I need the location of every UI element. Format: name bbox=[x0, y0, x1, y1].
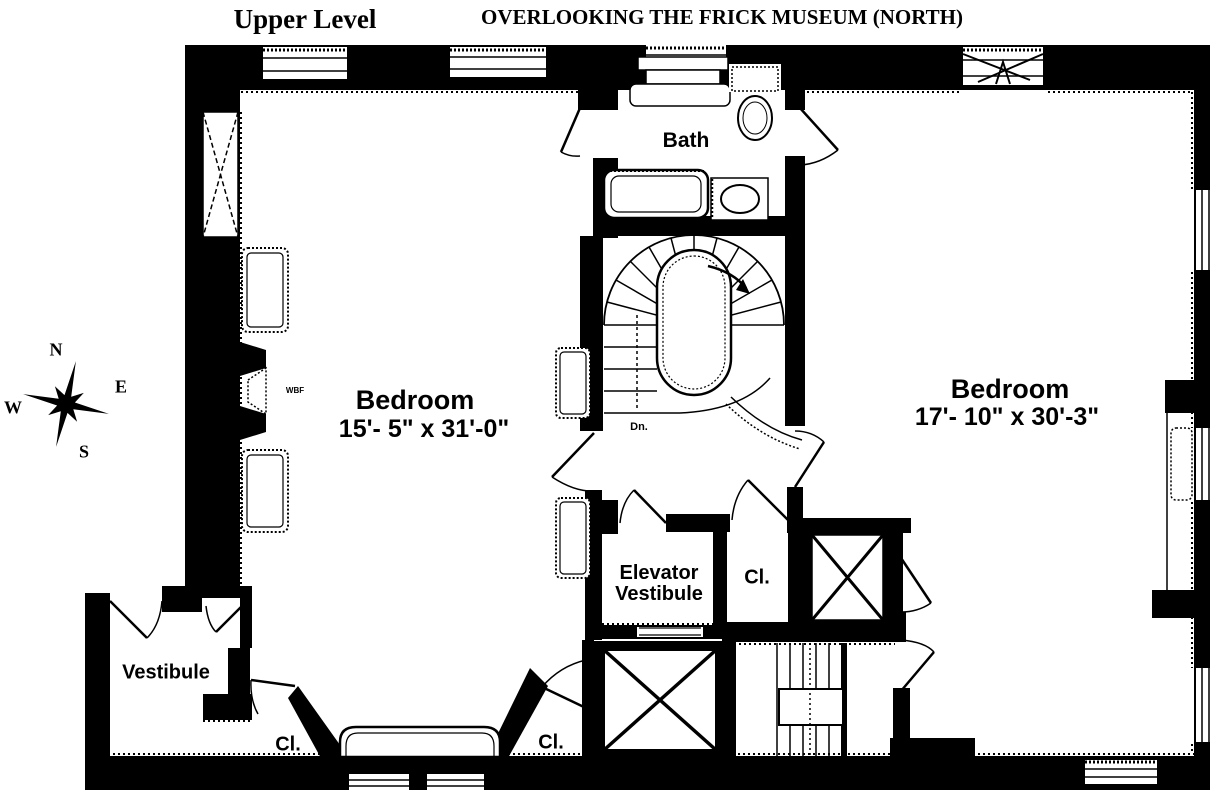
room-label-bath: Bath bbox=[662, 128, 710, 152]
windows bbox=[263, 45, 1222, 790]
room-dimensions-bedroom-right: 17'- 10" x 30'-3" bbox=[914, 402, 1100, 431]
room-label-closet-bottom-left: Cl. bbox=[275, 733, 301, 756]
bath-fixtures bbox=[602, 56, 781, 221]
doors bbox=[109, 107, 935, 715]
window bbox=[450, 47, 546, 77]
stair-direction-arrow bbox=[707, 264, 750, 294]
door-arc bbox=[551, 432, 595, 492]
stairs-down-label: Dn. bbox=[630, 421, 648, 434]
elevator-shaft-lower bbox=[592, 627, 728, 758]
room-label-elevator-vestibule: Elevator Vestibule bbox=[615, 563, 703, 605]
door-arc bbox=[619, 489, 667, 524]
door-arc bbox=[250, 678, 296, 715]
compass-east-label: E bbox=[114, 376, 128, 397]
bathtub-icon bbox=[602, 168, 710, 220]
door-arc bbox=[541, 659, 587, 710]
vanity-icon bbox=[629, 56, 731, 107]
door-arc bbox=[793, 430, 826, 488]
stair-lower-flight bbox=[604, 315, 803, 450]
room-label-closet-hall: Cl. bbox=[744, 566, 770, 589]
flue-shaft bbox=[202, 111, 239, 238]
elevator-vestibule-line2: Vestibule bbox=[615, 583, 703, 605]
window bbox=[1196, 190, 1222, 270]
level-label: Upper Level bbox=[233, 3, 377, 34]
sink-icon bbox=[710, 177, 769, 221]
walls bbox=[85, 45, 1210, 790]
window bbox=[1085, 760, 1157, 784]
room-label-closet-bottom-center: Cl. bbox=[538, 731, 564, 754]
compass-north-label: N bbox=[49, 339, 63, 360]
window bbox=[1196, 668, 1222, 742]
window bbox=[349, 774, 409, 790]
bath-window bbox=[646, 45, 726, 57]
room-label-vestibule: Vestibule bbox=[122, 661, 210, 684]
door-arc bbox=[799, 107, 839, 166]
door-arc bbox=[205, 605, 243, 633]
room-dimensions-bedroom-left: 15'- 5" x 31'-0" bbox=[338, 414, 510, 443]
room-label-bedroom-left: Bedroom bbox=[355, 384, 475, 415]
compass-south-label: S bbox=[78, 441, 90, 462]
radiator bbox=[241, 449, 289, 533]
compass-rose-icon bbox=[23, 361, 109, 447]
door-arc bbox=[899, 557, 933, 613]
window bbox=[263, 47, 347, 79]
elevator-shaft-upper bbox=[802, 525, 893, 630]
radiator bbox=[241, 247, 289, 333]
radiator bbox=[1170, 427, 1193, 501]
window bbox=[1196, 428, 1222, 500]
window bbox=[962, 47, 1044, 85]
plan-title: OVERLOOKING THE FRICK MUSEUM (NORTH) bbox=[481, 4, 963, 29]
door-arc bbox=[109, 600, 163, 639]
radiators bbox=[241, 247, 1193, 579]
elevator-vestibule-line1: Elevator bbox=[619, 562, 699, 584]
radiator bbox=[555, 497, 591, 579]
elevator-door bbox=[637, 627, 703, 637]
toilet-icon bbox=[729, 64, 781, 141]
fireplace bbox=[240, 342, 267, 440]
radiator bbox=[555, 347, 591, 419]
window bbox=[427, 774, 484, 790]
door-arc bbox=[731, 479, 789, 521]
fireplace-label: WBF bbox=[285, 385, 305, 395]
door-arc bbox=[900, 639, 935, 692]
compass-west-label: W bbox=[4, 397, 22, 418]
bow-window-seat bbox=[338, 725, 502, 759]
stair-newel bbox=[655, 248, 733, 397]
door-arc bbox=[559, 107, 582, 157]
service-stairs bbox=[776, 643, 844, 757]
staircase bbox=[603, 234, 803, 450]
room-label-bedroom-right: Bedroom bbox=[950, 373, 1070, 404]
